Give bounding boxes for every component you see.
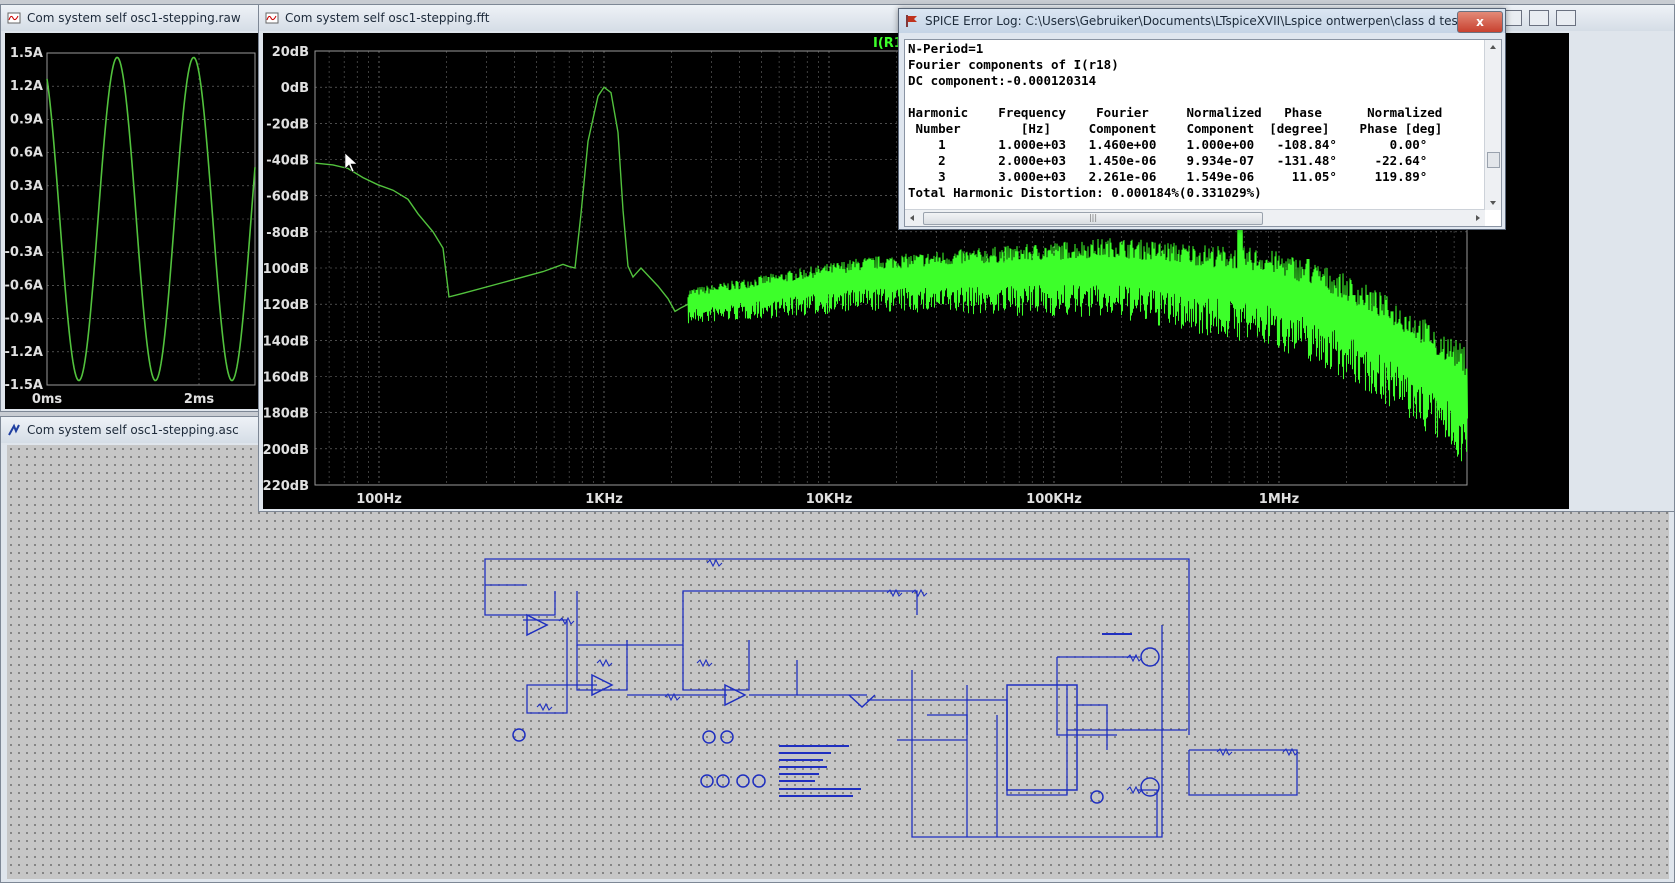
spice-error-log-window[interactable]: SPICE Error Log: C:\Users\Gebruiker\Docu… <box>898 8 1506 230</box>
scroll-grip-icon: ||| <box>1088 213 1098 222</box>
scroll-down-arrow-icon[interactable] <box>1485 196 1501 210</box>
raw-grid <box>46 52 256 386</box>
raw-y-tick-label: 0.3A <box>10 179 43 194</box>
fft-plot-svg: 20dB 0dB -20dB -40dB -60dB -80dB -100dB -120dB -… <box>257 36 1468 507</box>
fft-y-tick-label: -180dB <box>263 407 309 422</box>
raw-y-tick-label: -0.9A <box>5 312 43 327</box>
fft-y-tick-label: 0dB <box>281 81 309 96</box>
raw-y-tick-label: 0.9A <box>10 112 43 127</box>
close-icon[interactable] <box>1556 10 1577 26</box>
error-log-line: Harmonic Frequency Fourier Normalized Ph… <box>908 105 1443 120</box>
fft-y-tick-label: 20dB <box>272 45 309 60</box>
fft-x-tick-label: 1KHz <box>585 492 623 507</box>
raw-y-tick-label: -1.2A <box>5 345 43 360</box>
raw-plot-area[interactable]: 1.5A 1.2A 0.9A 0.6A 0.3A 0.0A -0.3A -0.6A -0.9A -… <box>5 33 258 409</box>
error-log-line <box>908 89 1442 105</box>
schematic-notes <box>779 633 1132 797</box>
schematic-drawing <box>484 558 1299 838</box>
raw-plot-svg: 1.5A 1.2A 0.9A 0.6A 0.3A 0.0A -0.3A -0.6A -0.9A -… <box>5 46 256 407</box>
error-log-line: DC component:-0.000120314 <box>908 73 1097 88</box>
fft-noise-floor-trace <box>687 144 1468 462</box>
raw-window-title: Com system self osc1-stepping.raw <box>27 11 241 25</box>
schematic-app-icon <box>8 423 20 436</box>
error-log-line: Fourier components of I(r18) <box>908 57 1119 72</box>
raw-y-tick-label: 1.5A <box>10 46 43 61</box>
error-log-vscrollbar[interactable] <box>1484 40 1501 210</box>
fft-y-tick-label: -80dB <box>266 226 309 241</box>
schematic-resistors <box>536 558 1299 795</box>
mouse-cursor-icon <box>344 152 358 173</box>
close-icon: x <box>1476 15 1484 29</box>
raw-window-titlebar[interactable]: Com system self osc1-stepping.raw <box>1 5 261 31</box>
error-log-hscrollbar[interactable]: ||| <box>905 209 1485 226</box>
fft-window[interactable]: Com system self osc1-stepping.fft 20dB 0d… <box>257 4 1675 512</box>
raw-current-trace <box>46 56 256 382</box>
scroll-left-arrow-icon[interactable] <box>905 210 919 226</box>
raw-x-tick-label: 2ms <box>184 392 215 407</box>
maximize-icon[interactable] <box>1529 10 1550 26</box>
error-log-line: Number [Hz] Component Component [degree]… <box>908 121 1443 136</box>
waveform-app-icon <box>265 12 279 24</box>
fft-y-tick-label: -160dB <box>263 371 309 386</box>
error-log-line: 2 2.000e+03 1.450e-06 9.934e-07 -131.48°… <box>908 153 1428 168</box>
raw-y-tick-label: 0.6A <box>10 146 43 161</box>
fft-trace-label[interactable]: I(R1 <box>873 36 903 51</box>
fft-x-tick-label: 10KHz <box>806 492 853 507</box>
scroll-right-arrow-icon[interactable] <box>1471 210 1485 226</box>
schematic-canvas[interactable] <box>7 445 1669 879</box>
raw-y-tick-label: -0.3A <box>5 245 43 260</box>
raw-y-tick-label: -1.5A <box>5 378 43 393</box>
error-log-vscroll-thumb[interactable] <box>1487 152 1500 168</box>
fft-y-ticks: 20dB 0dB -20dB -40dB -60dB -80dB -100dB -120dB -… <box>257 45 309 494</box>
fft-y-tick-label: -140dB <box>263 334 309 349</box>
error-log-close-button[interactable]: x <box>1457 11 1503 33</box>
fft-window-controls <box>1502 10 1577 30</box>
schematic-window-title: Com system self osc1-stepping.asc <box>27 423 239 437</box>
fft-y-tick-label: -220dB <box>263 479 309 494</box>
raw-y-tick-label: -0.6A <box>5 278 43 293</box>
fft-x-tick-label: 1MHz <box>1259 492 1299 507</box>
fft-y-tick-label: -200dB <box>263 443 309 458</box>
fft-x-tick-label: 100KHz <box>1026 492 1082 507</box>
error-log-line: Total Harmonic Distortion: 0.000184%(0.3… <box>908 185 1262 200</box>
fft-window-title: Com system self osc1-stepping.fft <box>285 11 490 25</box>
fft-x-ticks: 100Hz 1KHz 10KHz 100KHz 1MHz <box>356 492 1299 507</box>
fft-y-tick-label: -120dB <box>263 298 309 313</box>
spice-app-icon <box>906 15 917 27</box>
error-log-titlebar[interactable]: SPICE Error Log: C:\Users\Gebruiker\Docu… <box>899 9 1505 33</box>
error-log-line: 3 3.000e+03 2.261e-06 1.549e-06 11.05° 1… <box>908 169 1428 184</box>
fft-y-tick-label: -100dB <box>263 262 309 277</box>
fft-x-tick-label: 100Hz <box>356 492 402 507</box>
error-log-title: SPICE Error Log: C:\Users\Gebruiker\Docu… <box>925 14 1465 28</box>
fft-spectrum-trace <box>314 86 689 313</box>
schematic-ic-blocks <box>512 613 1160 804</box>
raw-x-tick-label: 0ms <box>32 392 63 407</box>
raw-y-tick-label: 1.2A <box>10 79 43 94</box>
raw-y-tick-label: 0.0A <box>10 212 43 227</box>
fft-y-tick-label: -60dB <box>266 190 309 205</box>
scroll-up-arrow-icon[interactable] <box>1485 40 1501 54</box>
fft-y-tick-label: -40dB <box>266 154 309 169</box>
error-log-hscroll-thumb[interactable]: ||| <box>923 212 1263 225</box>
error-log-line: 1 1.000e+03 1.460e+00 1.000e+00 -108.84°… <box>908 137 1428 152</box>
raw-x-ticks: 0ms 2ms <box>32 392 215 407</box>
error-log-line: N-Period=1 <box>908 41 984 56</box>
fft-y-tick-label: -20dB <box>266 117 309 132</box>
schematic-wires <box>484 558 1298 838</box>
raw-y-ticks: 1.5A 1.2A 0.9A 0.6A 0.3A 0.0A -0.3A -0.6A -0.9A -… <box>5 46 44 393</box>
waveform-app-icon <box>7 12 21 24</box>
